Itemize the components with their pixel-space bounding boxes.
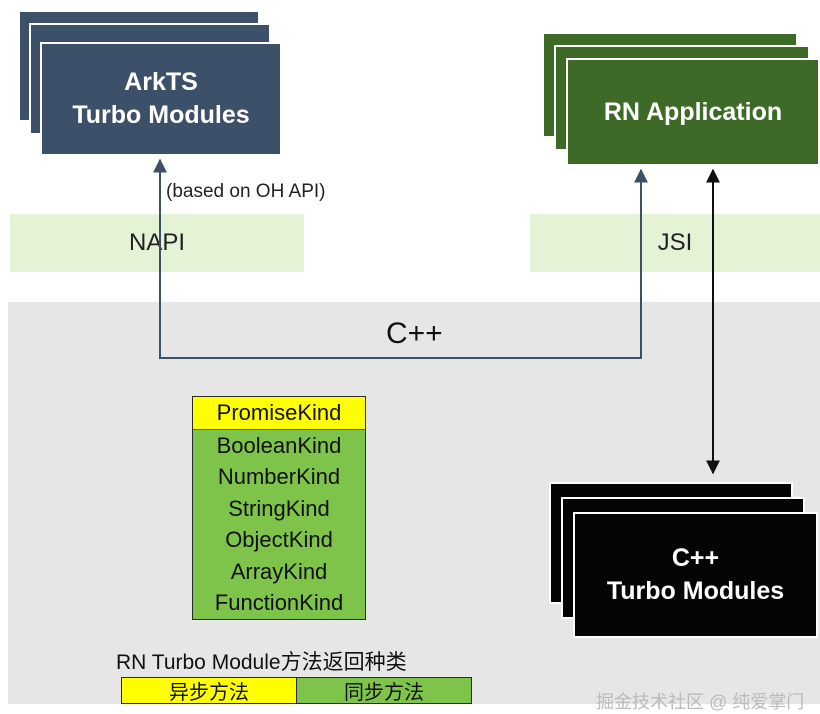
napi-to-jsi-connector [153, 158, 648, 359]
method-types-title: RN Turbo Module方法返回种类 [116, 651, 407, 674]
cpp-modules-line1: C++ [671, 544, 720, 572]
kind-object: ObjectKind [225, 527, 333, 552]
cpp-turbo-modules-box: C++ Turbo Modules [573, 512, 818, 638]
kind-function: FunctionKind [214, 590, 344, 615]
arkts-turbo-modules-box: ArkTS Turbo Modules [40, 42, 282, 156]
cpp-modules-line2: Turbo Modules [606, 577, 785, 605]
arkts-title-line1: ArkTS [124, 68, 198, 96]
legend-sync: 同步方法 [297, 678, 471, 704]
legend-async: 异步方法 [122, 678, 297, 704]
kind-promise: PromiseKind [193, 397, 365, 430]
kind-number: NumberKind [217, 464, 341, 489]
rn-application-box: RN Application [566, 58, 820, 166]
jsi-label: JSI [657, 229, 693, 256]
napi-band: NAPI [10, 214, 304, 272]
napi-label: NAPI [128, 229, 185, 256]
oh-api-note: (based on OH API) [166, 181, 326, 202]
kind-array: ArrayKind [230, 558, 328, 584]
jsi-band: JSI [530, 214, 820, 272]
cpp-layer-label: C++ [386, 317, 443, 350]
return-kinds-list: PromiseKind BooleanKind NumberKind Strin… [192, 396, 366, 620]
arkts-title-line2: Turbo Modules [72, 101, 250, 129]
rn-application-label: RN Application [603, 97, 783, 126]
method-legend: 异步方法 同步方法 [121, 677, 472, 704]
watermark: 掘金技术社区 @ 纯爱掌门 [596, 692, 805, 712]
kind-string: StringKind [228, 495, 330, 521]
kind-boolean: BooleanKind [216, 432, 342, 458]
